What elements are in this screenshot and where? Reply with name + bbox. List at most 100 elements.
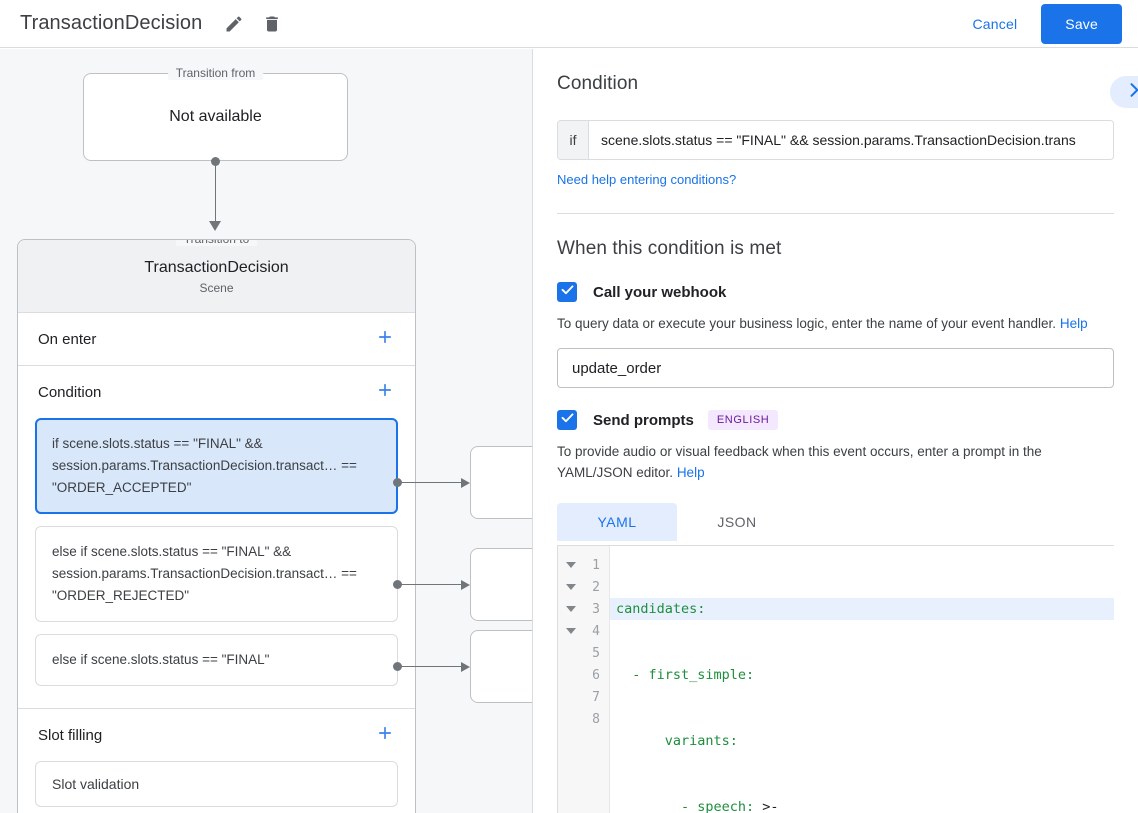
condition-out-line-2: [401, 666, 465, 667]
fold-arrow-icon[interactable]: [566, 628, 576, 634]
slot-validation-card[interactable]: Slot validation: [35, 761, 398, 807]
condition-out-arrow-2: [461, 662, 470, 672]
save-button[interactable]: Save: [1041, 3, 1122, 44]
code-token-key: - speech:: [616, 799, 755, 813]
add-slot-filling-button[interactable]: [371, 721, 399, 749]
app-header: TransactionDecision Cancel Save: [0, 0, 1138, 48]
line-number: 6: [592, 667, 600, 683]
section-label-slot-filling: Slot filling: [38, 726, 103, 744]
condition-out-line-1: [401, 584, 465, 585]
gutter-line[interactable]: 2: [558, 576, 609, 598]
condition-out-dot-1: [393, 580, 402, 589]
condition-card-2[interactable]: else if scene.slots.status == "FINAL": [35, 634, 398, 686]
send-prompts-checkbox[interactable]: [557, 410, 577, 430]
when-condition-met-title: When this condition is met: [557, 238, 782, 259]
condition-expression-input[interactable]: [589, 121, 1113, 159]
details-panel: Condition if Need help entering conditio…: [532, 49, 1138, 813]
if-label: if: [558, 121, 589, 159]
call-webhook-row: Call your webhook: [557, 282, 1114, 302]
scene-type: Scene: [199, 281, 234, 295]
send-prompts-hint-text: To provide audio or visual feedback when…: [557, 444, 1042, 480]
code-line: candidates:: [610, 598, 1114, 620]
slot-filling-list: Slot validation: [18, 761, 415, 807]
gutter-line[interactable]: 1: [558, 554, 609, 576]
code-token-key: - first_simple:: [616, 667, 755, 683]
plus-icon: [375, 327, 395, 352]
gutter-line[interactable]: 8: [558, 708, 609, 730]
send-prompts-label: Send prompts: [593, 411, 694, 429]
condition-list: if scene.slots.status == "FINAL" && sess…: [18, 418, 415, 708]
transition-to-legend: Transition to: [175, 240, 258, 246]
section-label-condition: Condition: [38, 383, 102, 401]
condition-section: Condition if Need help entering conditio…: [533, 49, 1138, 214]
condition-out-dot-2: [393, 662, 402, 671]
condition-if-row[interactable]: if: [557, 120, 1114, 160]
need-help-link[interactable]: Need help entering conditions?: [557, 172, 737, 187]
gutter-line[interactable]: 5: [558, 642, 609, 664]
transition-from-node[interactable]: Transition from Not available: [83, 66, 348, 161]
call-webhook-label: Call your webhook: [593, 283, 727, 301]
gutter-line[interactable]: 3: [558, 598, 609, 620]
plus-icon: [375, 380, 395, 405]
gutter-line[interactable]: 6: [558, 664, 609, 686]
page-title: TransactionDecision: [20, 12, 203, 34]
scene-header: TransactionDecision Scene: [18, 240, 415, 313]
divider: [18, 708, 415, 709]
trash-icon: [262, 14, 282, 34]
collapse-panel-button[interactable]: [1110, 76, 1138, 108]
line-number: 3: [592, 601, 600, 617]
tab-yaml[interactable]: YAML: [557, 503, 677, 541]
code-token-key: variants:: [616, 733, 738, 749]
send-prompts-hint: To provide audio or visual feedback when…: [557, 441, 1114, 483]
transition-from-legend: Transition from: [167, 66, 264, 80]
edit-name-button[interactable]: [220, 10, 248, 38]
fold-arrow-icon[interactable]: [566, 606, 576, 612]
fold-arrow-icon[interactable]: [566, 584, 576, 590]
connector-arrow-down: [209, 221, 221, 231]
send-prompts-help-link[interactable]: Help: [676, 465, 705, 480]
tab-json[interactable]: JSON: [717, 514, 757, 530]
when-condition-met-section: When this condition is met Call your web…: [533, 214, 1138, 813]
transition-to-node[interactable]: Transition to TransactionDecision Scene …: [17, 239, 416, 813]
gutter-line[interactable]: 7: [558, 686, 609, 708]
line-number: 2: [592, 579, 600, 595]
call-webhook-help-link[interactable]: Help: [1059, 316, 1088, 331]
call-webhook-hint: To query data or execute your business l…: [557, 313, 1114, 334]
section-slot-filling: Slot filling: [18, 709, 415, 761]
condition-card-0[interactable]: if scene.slots.status == "FINAL" && sess…: [35, 418, 398, 514]
condition-out-arrow-0: [461, 478, 470, 488]
editor-code-area[interactable]: candidates: - first_simple: variants: - …: [610, 546, 1114, 813]
event-handler-input[interactable]: [557, 348, 1114, 388]
code-line: variants:: [610, 730, 1114, 752]
line-number: 7: [592, 689, 600, 705]
line-number: 8: [592, 711, 600, 727]
panel-divider: [557, 213, 1114, 214]
line-number: 1: [592, 557, 600, 573]
condition-out-arrow-1: [461, 580, 470, 590]
fold-arrow-icon[interactable]: [566, 562, 576, 568]
add-condition-button[interactable]: [371, 378, 399, 406]
code-line: - first_simple:: [610, 664, 1114, 686]
code-line: - speech: >-: [610, 796, 1114, 813]
condition-card-1[interactable]: else if scene.slots.status == "FINAL" &&…: [35, 526, 398, 622]
section-on-enter: On enter: [18, 313, 415, 365]
call-webhook-checkbox[interactable]: [557, 282, 577, 302]
plus-icon: [375, 723, 395, 748]
check-icon: [560, 410, 575, 430]
transition-from-value: Not available: [169, 108, 262, 125]
language-badge: ENGLISH: [707, 410, 779, 430]
gutter-line[interactable]: 4: [558, 620, 609, 642]
check-icon: [560, 282, 575, 302]
delete-button[interactable]: [258, 10, 286, 38]
add-on-enter-button[interactable]: [371, 325, 399, 353]
code-token-key: candidates:: [616, 601, 706, 617]
call-webhook-hint-text: To query data or execute your business l…: [557, 316, 1057, 331]
condition-section-title: Condition: [557, 73, 639, 94]
code-token-rest: >-: [754, 799, 779, 813]
divider: [18, 365, 415, 366]
yaml-editor[interactable]: 1 2 3 4 5 6 7 8 candidates: - first_simp…: [557, 545, 1114, 813]
condition-out-dot-0: [393, 478, 402, 487]
line-number: 5: [592, 645, 600, 661]
editor-format-tabs: YAML JSON: [557, 503, 1114, 541]
cancel-button[interactable]: Cancel: [961, 8, 1030, 40]
